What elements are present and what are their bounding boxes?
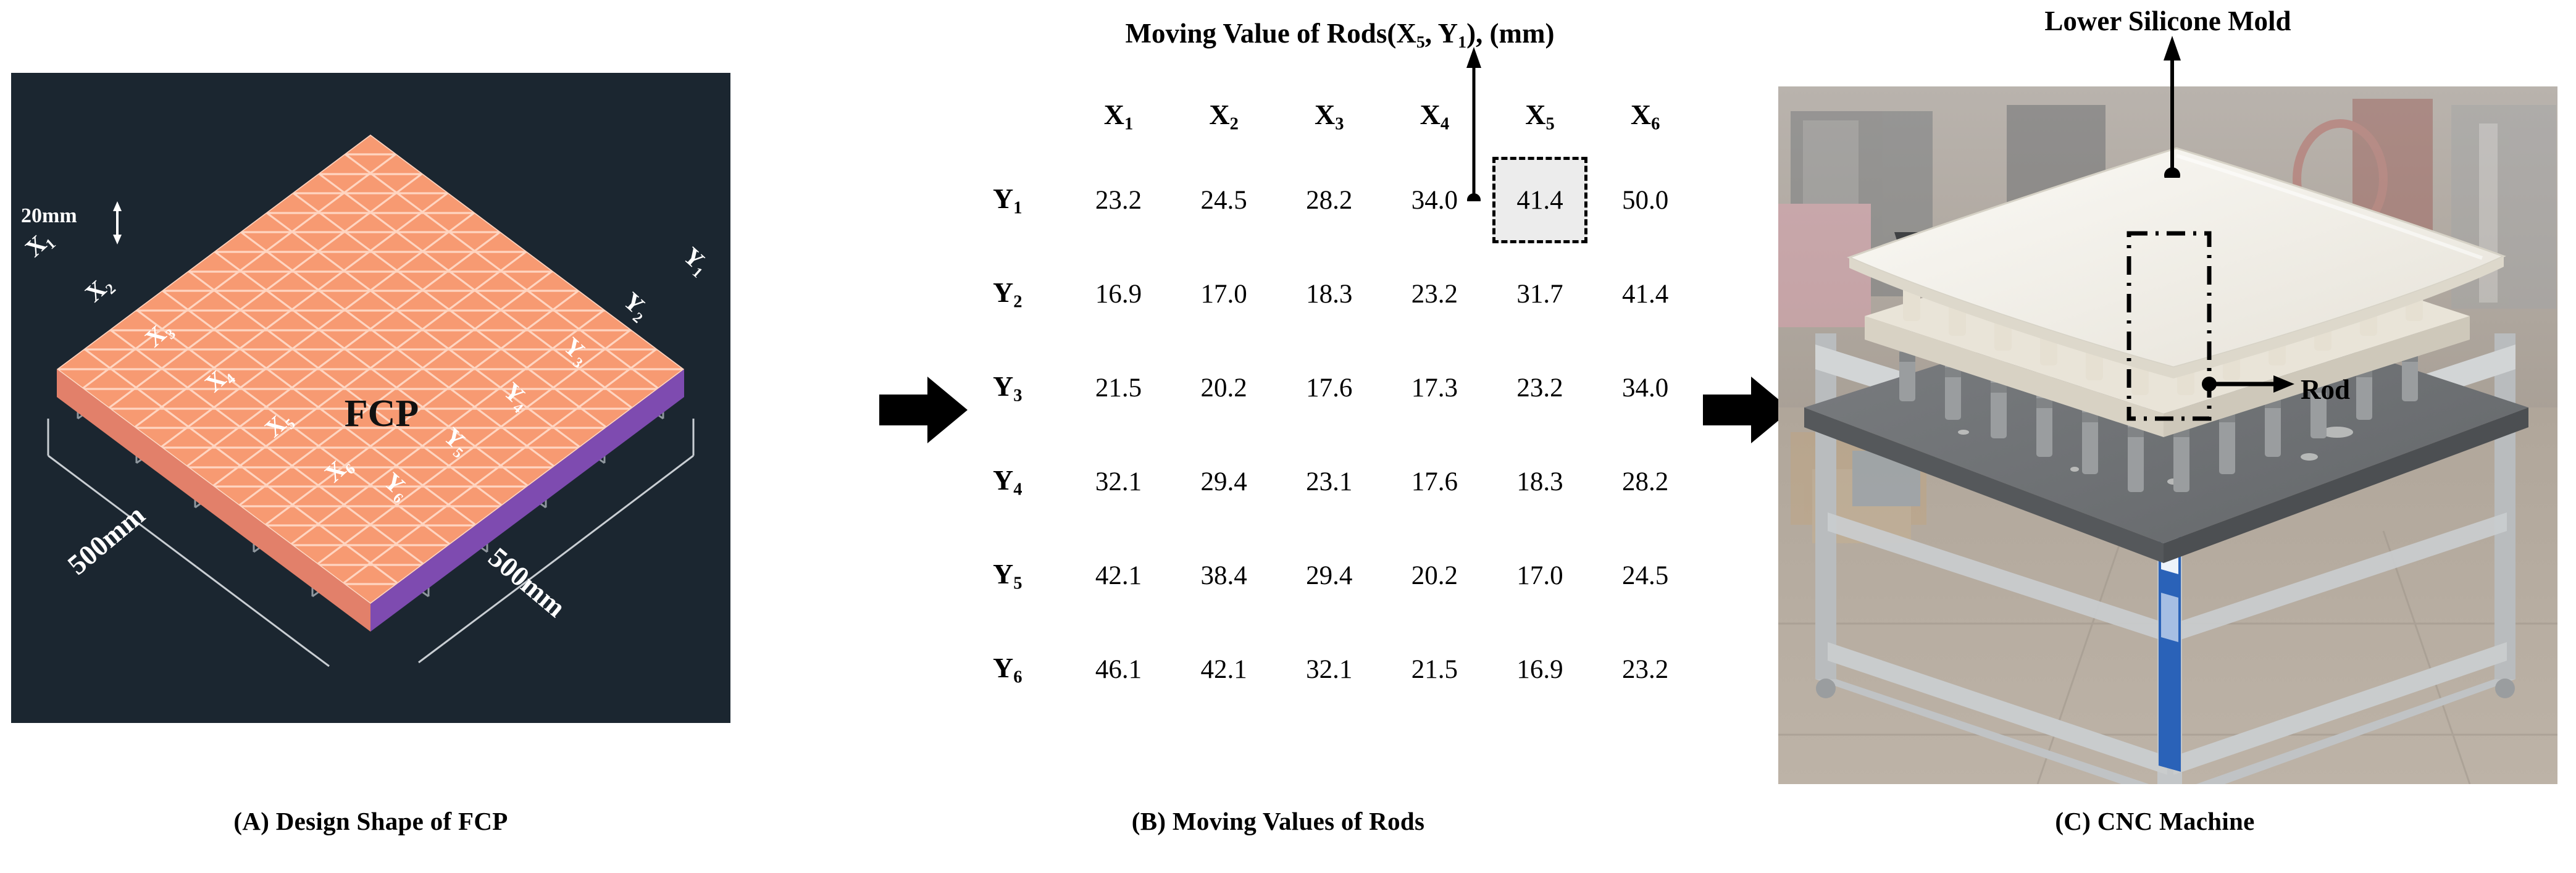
table-row: Y4 32.1 29.4 23.1 17.6 18.3 28.2 <box>982 435 1698 528</box>
plate-mesh-lines <box>57 135 684 604</box>
cell-y1-x3: 28.2 <box>1306 185 1353 215</box>
table-top-debris <box>1958 427 2353 485</box>
table-row: Y5 42.1 38.4 29.4 20.2 17.0 24.5 <box>982 528 1698 622</box>
row-header-y2: Y2 <box>993 276 1022 312</box>
cell-y2-x3: 18.3 <box>1306 279 1353 309</box>
y-axis-label-1: Y₁ <box>678 241 715 279</box>
col-header-x4: X4 <box>1420 98 1450 134</box>
row-header-y4: Y4 <box>993 464 1022 499</box>
cell-y3-x6: 34.0 <box>1622 373 1669 403</box>
fcp-3d-diagram: FCP 20mm X₁ X₂ X₃ X₄ X₅ X₆ Y₁ Y₂ Y₃ <box>20 135 715 667</box>
table-row: Y2 16.9 17.0 18.3 23.2 31.7 41.4 <box>982 247 1698 341</box>
cell-y1-x2: 24.5 <box>1200 185 1247 215</box>
table-header-row: X1 X2 X3 X4 X5 X6 <box>982 79 1698 153</box>
cell-y4-x5: 18.3 <box>1516 467 1563 496</box>
col-header-x6: X6 <box>1630 98 1660 134</box>
rod-carrier-plate-edge-left <box>1865 316 2164 437</box>
cell-y5-x6: 24.5 <box>1622 561 1669 590</box>
cell-y5-x5: 17.0 <box>1516 561 1563 590</box>
cell-y5-x1: 42.1 <box>1095 561 1142 590</box>
cell-y2-x2: 17.0 <box>1200 279 1247 309</box>
plate-edge-left <box>57 369 370 632</box>
lower-silicone-mold-label: Lower Silicone Mold <box>2044 6 2291 36</box>
panel-c-caption: (C) CNC Machine <box>2055 807 2255 835</box>
rod-carrier-plate-edge-right <box>2164 316 2470 437</box>
panel-b-moving-values: Moving Value of Rods(X5, Y1), (mm) X1 X2… <box>982 6 1698 772</box>
cell-y4-x1: 32.1 <box>1095 467 1142 496</box>
x-axis-label-2: X₂ <box>80 270 117 307</box>
table-row: Y1 23.2 24.5 28.2 34.0 41.4 50.0 <box>982 153 1698 247</box>
table-row: Y6 46.1 42.1 32.1 21.5 16.9 23.2 <box>982 622 1698 716</box>
cell-y3-x2: 20.2 <box>1200 373 1247 403</box>
plate-edge-right <box>370 369 684 632</box>
cell-y6-x5: 16.9 <box>1516 654 1563 684</box>
rod-callout-group <box>2126 231 2294 421</box>
table-top-edge-right <box>2164 407 2528 563</box>
cell-y5-x2: 38.4 <box>1200 561 1247 590</box>
cell-y3-x4: 17.3 <box>1411 373 1458 403</box>
cell-y2-x6: 41.4 <box>1622 279 1669 309</box>
x-axis-label-1: X₁ <box>20 225 57 262</box>
cell-y1-x5-value: 41.4 <box>1516 185 1563 215</box>
col-header-x2: X2 <box>1209 98 1239 134</box>
cell-y6-x6: 23.2 <box>1622 654 1669 684</box>
flow-arrow-a-to-b-icon <box>879 377 968 443</box>
rod-array <box>1899 309 2418 492</box>
cell-y5-x4: 20.2 <box>1411 561 1458 590</box>
silicone-mold-edge <box>1849 256 2504 378</box>
cell-y1-x6: 50.0 <box>1622 185 1669 215</box>
panel-a-design-shape: FCP 20mm X₁ X₂ X₃ X₄ X₅ X₆ Y₁ Y₂ Y₃ <box>11 73 730 723</box>
corner-cell <box>982 79 1066 153</box>
cell-y6-x2: 42.1 <box>1200 654 1247 684</box>
cell-y4-x2: 29.4 <box>1200 467 1247 496</box>
rod-dash-dot-rectangle-icon <box>2126 231 2212 421</box>
dimension-line-right <box>418 419 695 664</box>
cell-y4-x4: 17.6 <box>1411 467 1458 496</box>
cell-y3-x1: 21.5 <box>1095 373 1142 403</box>
cell-y6-x1: 46.1 <box>1095 654 1142 684</box>
frame-label-sticker <box>2159 506 2181 772</box>
table-top-edge-left <box>1804 407 2164 563</box>
cell-y2-x4: 23.2 <box>1411 279 1458 309</box>
y-axis-label-2: Y₂ <box>618 286 655 324</box>
cell-y6-x4: 21.5 <box>1411 654 1458 684</box>
row-header-y5: Y5 <box>993 558 1022 593</box>
highlight-dashed-box <box>1492 157 1588 243</box>
cell-y3-x3: 17.6 <box>1306 373 1353 403</box>
mold-highlight <box>2176 154 2483 260</box>
cell-y1-x4: 34.0 <box>1411 185 1458 215</box>
dimension-line-left <box>47 419 330 667</box>
fcp-plate-label: FCP <box>345 393 419 435</box>
cell-y3-x5: 23.2 <box>1516 373 1563 403</box>
thickness-double-arrow-icon <box>113 201 122 244</box>
row-header-y1: Y1 <box>993 182 1022 218</box>
row-header-y6: Y6 <box>993 651 1022 687</box>
cell-y6-x3: 32.1 <box>1306 654 1353 684</box>
rod-label: Rod <box>2301 374 2351 405</box>
cell-y2-x5: 31.7 <box>1516 279 1563 309</box>
panel-b-caption: (B) Moving Values of Rods <box>1131 807 1425 835</box>
dimension-label-left: 500mm <box>62 499 151 581</box>
cell-y1-x1: 23.2 <box>1095 185 1142 215</box>
row-header-y3: Y3 <box>993 370 1022 406</box>
cell-y4-x6: 28.2 <box>1622 467 1669 496</box>
col-header-x3: X3 <box>1315 98 1344 134</box>
title-to-cell-arrow-icon <box>1466 47 1481 201</box>
cell-y5-x3: 29.4 <box>1306 561 1353 590</box>
table-row: Y3 21.5 20.2 17.6 17.3 23.2 34.0 <box>982 341 1698 435</box>
thickness-label: 20mm <box>21 204 77 227</box>
moving-values-table: X1 X2 X3 X4 X5 X6 Y1 23.2 24.5 28.2 34.0 <box>982 79 1698 716</box>
panel-a-caption: (A) Design Shape of FCP <box>233 807 508 835</box>
cell-y1-x5-highlighted: 41.4 <box>1487 153 1593 247</box>
cell-y2-x1: 16.9 <box>1095 279 1142 309</box>
col-header-x1: X1 <box>1103 98 1134 134</box>
cell-y4-x3: 23.1 <box>1306 467 1353 496</box>
rod-arrow-head-icon <box>2273 375 2294 393</box>
col-header-x5: X5 <box>1525 98 1555 134</box>
table-title: Moving Value of Rods(X5, Y1), (mm) <box>1125 18 1555 52</box>
flow-arrow-b-to-c-icon <box>1703 377 1791 443</box>
mold-pointer-arrow-icon <box>2164 36 2181 178</box>
dimension-label-right: 500mm <box>483 541 572 624</box>
